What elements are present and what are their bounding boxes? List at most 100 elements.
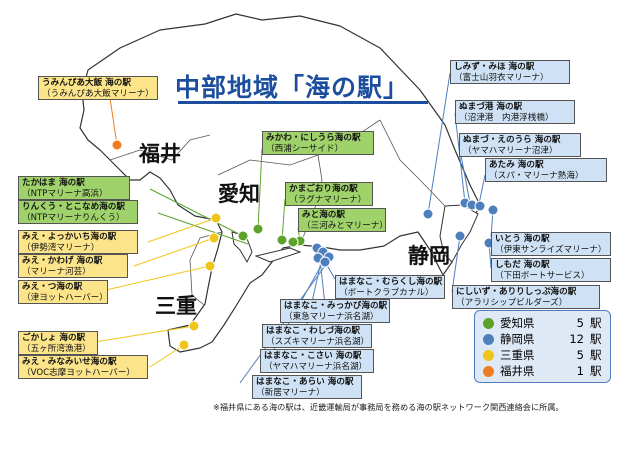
leader-lines-aichi (149, 148, 301, 245)
map-title: 中部地域「海の駅」 (175, 73, 410, 102)
station-name: りんくう・とこなめ海の駅 (22, 202, 125, 212)
station-sub: （マリーナ河芸） (22, 267, 91, 277)
legend-row-aichi: 愛知県 5 駅 (483, 315, 602, 331)
station-name: うみんぴあ大飯 海の駅 (42, 78, 131, 88)
station-sub: （ヤマハマリーナ浜名湖） (264, 362, 368, 372)
legend-unit: 駅 (590, 364, 602, 378)
station-name: たかはま 海の駅 (22, 178, 85, 188)
legend-pref: 三重県 (500, 348, 535, 362)
station-name: はまなこ・むらくし海の駅 (339, 277, 443, 287)
pref-border-fukui (109, 134, 211, 161)
station-marker-fukui (111, 139, 123, 151)
station-label-gamagori: かまごおり海の駅 （ラグナマリーナ） (285, 182, 373, 206)
station-label-hamanako-arai: はまなこ・あらい 海の駅 （新居マリーナ） (252, 375, 362, 399)
pref-label-mie: 三重 (155, 294, 197, 318)
legend-pref: 静岡県 (500, 332, 535, 346)
leader-line-fukui (109, 97, 118, 146)
station-sub: （下田ボートサービス） (495, 271, 590, 281)
station-sub: （ラグナマリーナ） (289, 195, 367, 205)
station-name: みかわ・にしうら海の駅 (266, 133, 361, 143)
station-label-uminpia-ooi: うみんぴあ大飯 海の駅 （うみんぴあ大飯マリーナ） (38, 76, 158, 100)
station-markers-aichi (237, 223, 306, 248)
station-sub: （東急マリーナ浜名湖） (284, 312, 379, 322)
legend-unit: 駅 (590, 348, 602, 362)
station-sub: （富士山羽衣マリーナ） (454, 73, 549, 83)
legend-count: 5 (576, 348, 584, 362)
station-sub: （伊東サンライズマリーナ） (495, 245, 607, 255)
pref-label-shizuoka: 静岡 (408, 244, 450, 268)
legend-count: 1 (576, 364, 584, 378)
station-label-nishiizu: にしいず・ありりしっぷ海の駅 （アラリシップビルダーズ） (452, 285, 600, 309)
station-label-mito: みと海の駅 （三河みとマリーナ） (298, 208, 386, 232)
title-underline (178, 101, 428, 104)
station-name: はまなこ・あらい 海の駅 (256, 377, 354, 387)
legend-unit: 駅 (590, 332, 602, 346)
station-label-yokkaichi: みえ・よっかいち海の駅 （伊勢湾マリーナ） (18, 230, 138, 254)
leader-lines-mie (87, 217, 217, 368)
station-name: にしいず・ありりしっぷ海の駅 (456, 287, 577, 297)
station-label-hamanako-mikkabi: はまなこ・みっかび海の駅 （東急マリーナ浜名湖） (280, 299, 390, 323)
station-name: かまごおり海の駅 (289, 184, 358, 194)
station-label-shimoda: しもだ 海の駅 （下田ボートサービス） (491, 258, 611, 282)
station-name: みえ・よっかいち海の駅 (22, 232, 117, 242)
station-name: みえ・つ海の駅 (22, 282, 83, 292)
station-sub: （伊勢湾マリーナ） (22, 243, 100, 253)
atsumi-peninsula (254, 247, 302, 263)
station-label-kawage: みえ・かわげ 海の駅 （マリーナ河芸） (18, 254, 128, 278)
station-sub: （NTPマリーナ高浜） (22, 189, 108, 199)
station-sub: （アラリシップビルダーズ） (456, 298, 568, 308)
station-label-takahama: たかはま 海の駅 （NTPマリーナ高浜） (18, 176, 130, 200)
station-sub: （ボートクラブカナル） (339, 288, 434, 298)
station-label-hamanako-kosai: はまなこ・こさい 海の駅 （ヤマハマリーナ浜名湖） (260, 349, 374, 373)
station-sub: （沼津港 内港浮桟橋） (459, 113, 554, 123)
station-label-mikawa-nishiura: みかわ・にしうら海の駅 （西浦シーサイド） (262, 131, 374, 155)
station-sub: （三河みとマリーナ） (302, 221, 386, 231)
station-sub: （うみんぴあ大飯マリーナ） (42, 89, 154, 99)
station-label-rinku-tokoname: りんくう・とこなめ海の駅 （NTPマリーナりんくう） (18, 200, 138, 224)
station-sub: （スズキマリーナ浜名湖） (266, 337, 370, 347)
legend-dot-icon (483, 317, 494, 329)
station-sub: （津ヨットハーバー） (22, 293, 108, 303)
station-name: いとう 海の駅 (495, 234, 550, 244)
pref-label-fukui: 福井 (139, 142, 181, 166)
legend-pref: 愛知県 (500, 316, 535, 330)
station-name: しみず・みほ 海の駅 (454, 62, 535, 72)
station-name: あたみ 海の駅 (489, 160, 544, 170)
station-name: しもだ 海の駅 (495, 260, 550, 270)
legend-dot-icon (483, 349, 494, 361)
station-label-numazu-port: ぬまづ港 海の駅 （沼津港 内港浮桟橋） (455, 100, 575, 124)
station-name: はまなこ・こさい 海の駅 (264, 351, 362, 361)
station-label-tsu: みえ・つ海の駅 （津ヨットハーバー） (18, 280, 108, 304)
station-label-hamanako-washizu: はまなこ・わしづ海の駅 （スズキマリーナ浜名湖） (262, 324, 372, 348)
legend-row-shizuoka: 静岡県 12 駅 (483, 331, 602, 347)
footnote: ※福井県にある海の駅は、近畿運輸局が事務局を務める海の駅ネットワーク関西連絡会に… (213, 402, 564, 412)
station-label-ito: いとう 海の駅 （伊東サンライズマリーナ） (491, 232, 611, 256)
station-name: ぬまづ・えのうら 海の駅 (463, 135, 561, 145)
station-sub: （五ヶ所湾漁港） (22, 344, 91, 354)
legend-row-fukui: 福井県 1 駅 (483, 363, 602, 379)
legend-pref: 福井県 (500, 364, 535, 378)
legend-count: 12 (569, 332, 584, 346)
station-label-atami: あたみ 海の駅 （スパ・マリーナ熱海） (485, 158, 607, 182)
station-name: みえ・かわげ 海の駅 (22, 256, 103, 266)
legend-unit: 駅 (590, 316, 602, 330)
station-name: はまなこ・わしづ海の駅 (266, 326, 361, 336)
legend-count: 5 (576, 316, 584, 330)
station-label-numazu-enoura: ぬまづ・えのうら 海の駅 （ヤマハマリーナ沼津） (459, 133, 581, 157)
station-markers-mie (178, 212, 222, 351)
station-name: みと海の駅 (302, 210, 345, 220)
station-label-hamanako-murakushi: はまなこ・むらくし海の駅 （ボートクラブカナル） (335, 275, 445, 299)
station-sub: （スパ・マリーナ熱海） (489, 171, 584, 181)
station-sub: （新居マリーナ） (256, 388, 325, 398)
land-mass (79, 13, 481, 353)
legend-dot-icon (483, 365, 494, 377)
station-name: ごかしょ 海の駅 (22, 333, 86, 343)
pref-border-shizuoka-north (379, 119, 446, 207)
pref-label-aichi: 愛知 (218, 182, 260, 206)
station-name: みえ・みなみいせ海の駅 (22, 357, 117, 367)
station-sub: （VOC志摩ヨットハーバー） (22, 368, 135, 378)
station-name: はまなこ・みっかび海の駅 (284, 301, 388, 311)
legend-row-mie: 三重県 5 駅 (483, 347, 602, 363)
legend: 愛知県 5 駅 静岡県 12 駅 三重県 5 駅 福井県 1 駅 (474, 310, 611, 383)
pref-border-mie (189, 231, 223, 306)
